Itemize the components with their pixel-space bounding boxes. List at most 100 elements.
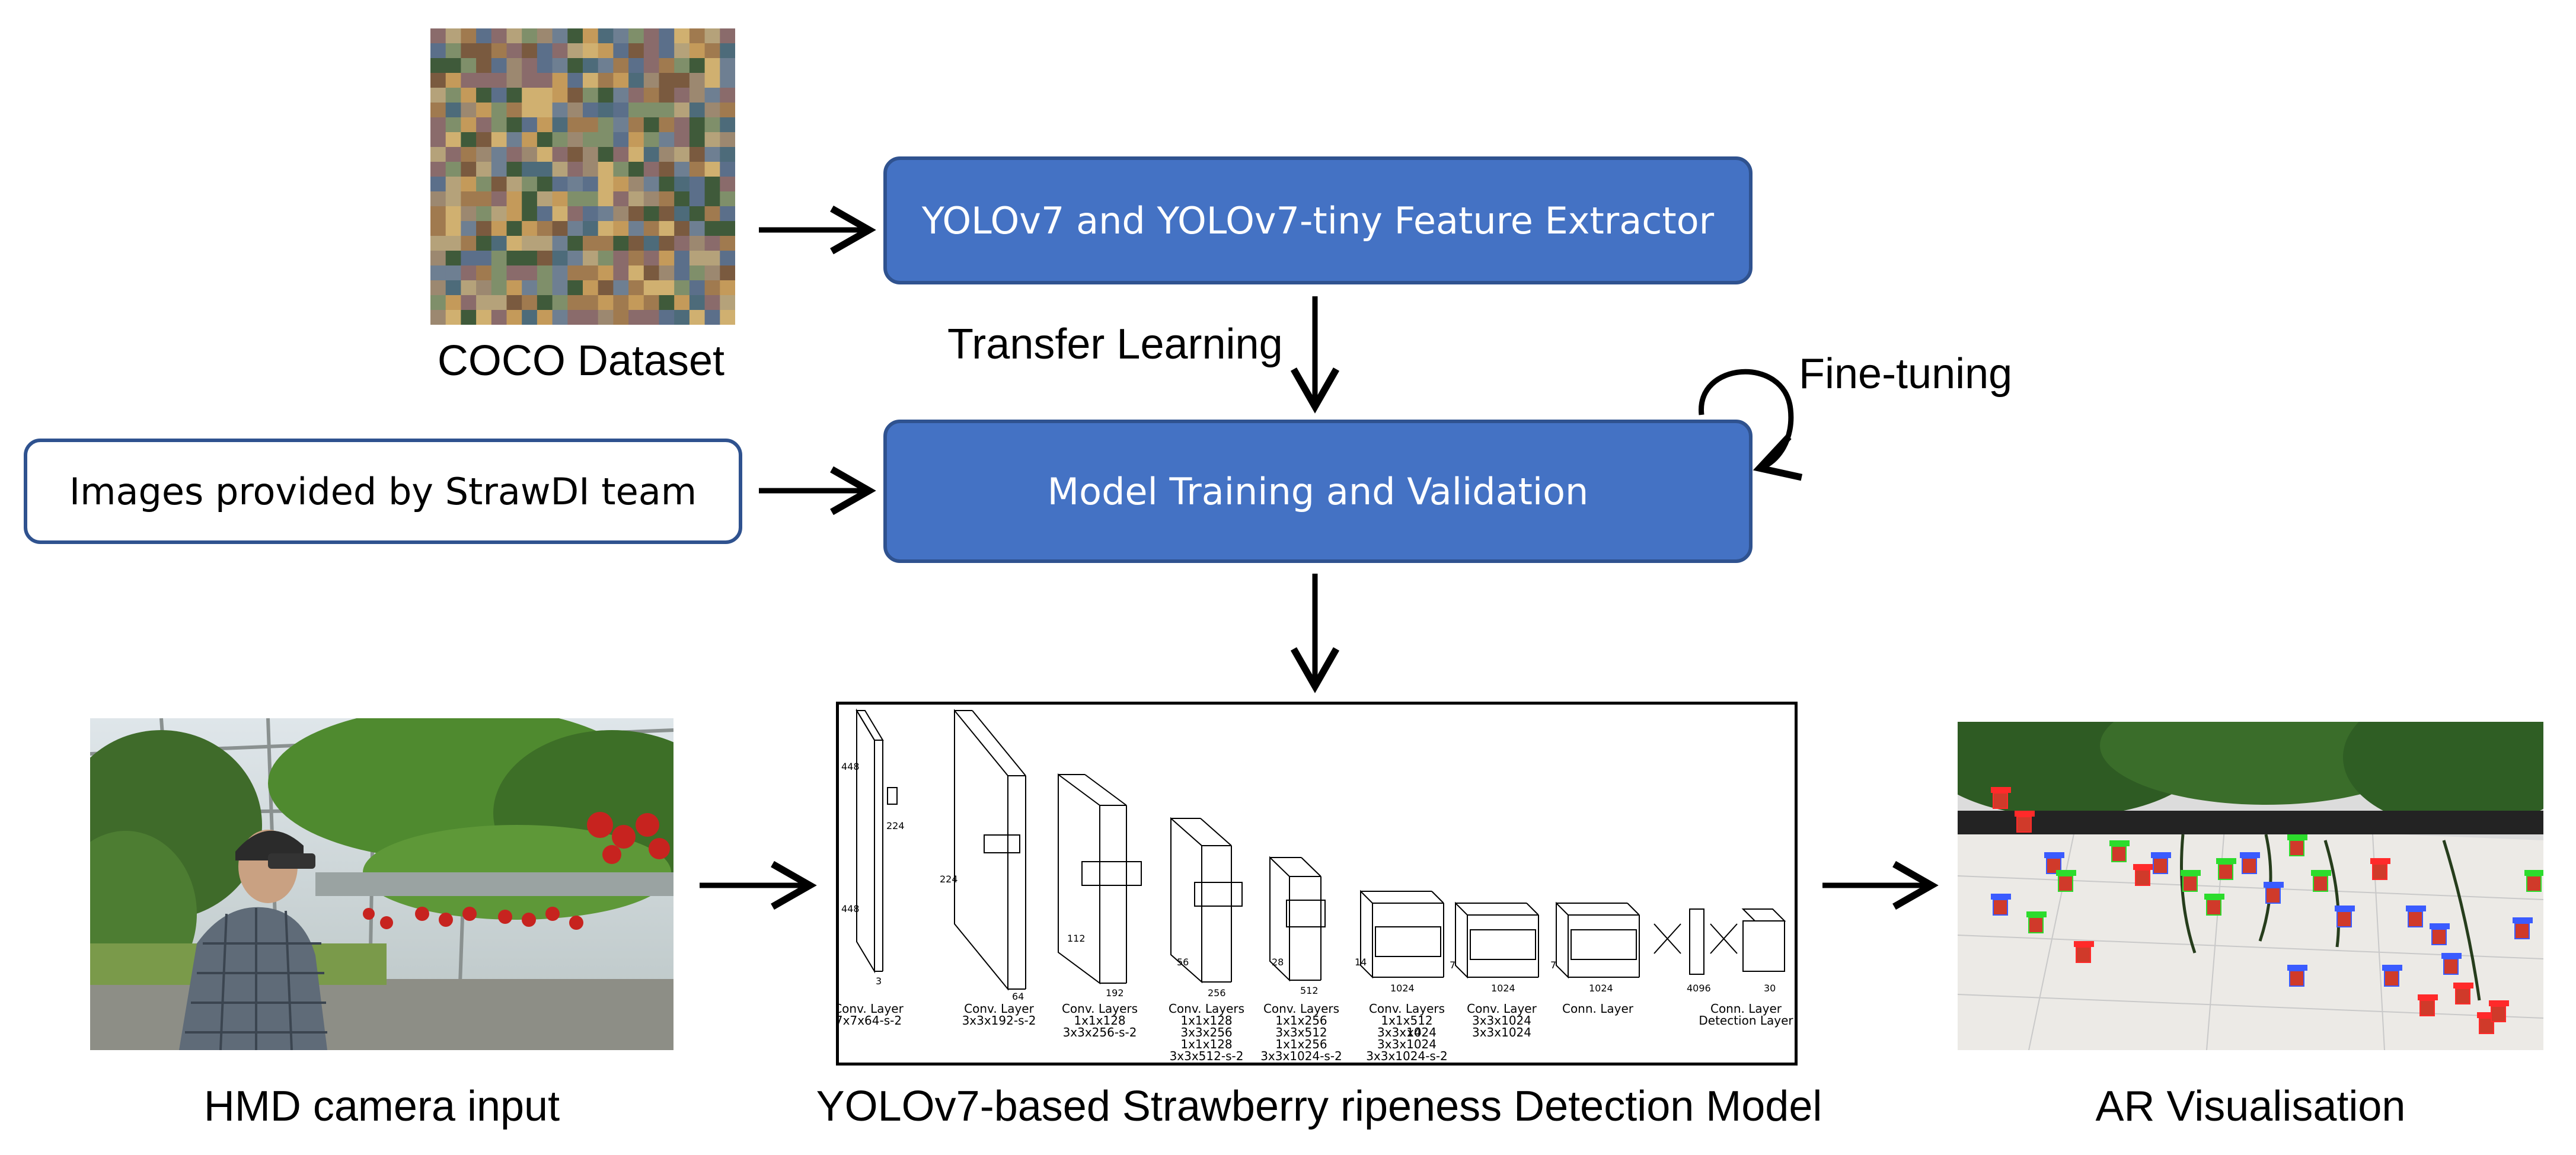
- layer-caption-3-4: 3x3x512-s-2: [1170, 1049, 1244, 1063]
- layer-caption-2-2: 3x3x256-s-2: [1063, 1025, 1137, 1039]
- ar-detection-box: [2265, 887, 2281, 904]
- ar-detection-tag: [2204, 894, 2224, 900]
- svg-text:3: 3: [876, 975, 882, 987]
- svg-text:56: 56: [1177, 956, 1189, 968]
- layer-caption-5-0: Conv. Layers: [1369, 1002, 1445, 1016]
- layer-caption-8-0: Conn. Layer: [1710, 1002, 1782, 1016]
- strawdi-images-box: Images provided by StrawDI team: [24, 439, 742, 544]
- ar-detection-box: [2336, 911, 2352, 927]
- svg-text:448: 448: [841, 761, 860, 772]
- layer-caption-5-1: 1x1x512: [1381, 1013, 1432, 1028]
- layer-caption-4-3: 1x1x256: [1275, 1037, 1327, 1051]
- svg-text:448: 448: [841, 903, 860, 914]
- ar-detection-box: [2313, 875, 2328, 892]
- layer-caption-6-0: Conv. Layer: [1467, 1002, 1537, 1016]
- ar-detection-box: [2135, 869, 2150, 886]
- svg-text:64: 64: [1012, 991, 1024, 1002]
- ar-detection-box: [2526, 875, 2542, 892]
- layer-caption-6-2: 3x3x1024: [1472, 1025, 1531, 1039]
- ar-detection-tag: [2151, 852, 2171, 858]
- ar-visualisation-caption: AR Visualisation: [2095, 1083, 2406, 1130]
- ar-detection-tag: [2056, 870, 2076, 876]
- layer-caption-4-4: 3x3x1024-s-2: [1260, 1049, 1342, 1063]
- ar-detection-box: [2058, 875, 2073, 892]
- hmd-camera-caption: HMD camera input: [203, 1083, 560, 1130]
- ar-detection-tag: [2453, 983, 2473, 988]
- layer-caption-8-1: Detection Layer: [1699, 1013, 1793, 1028]
- ar-detection-tag: [2044, 852, 2064, 858]
- ar-detection-tag: [2287, 965, 2307, 971]
- layer-caption-3-3: 1x1x128: [1180, 1037, 1232, 1051]
- ar-detection-tag: [2524, 870, 2543, 876]
- layer-caption-0-0: Conv. Layer: [839, 1002, 904, 1016]
- layer-caption-1-1: 3x3x192-s-2: [962, 1013, 1036, 1028]
- ar-detection-box: [2289, 970, 2304, 987]
- layer-caption-4-0: Conv. Layers: [1263, 1002, 1339, 1016]
- svg-text:512: 512: [1300, 985, 1319, 996]
- ar-detection-box: [2384, 970, 2399, 987]
- layer-caption-2-1: 1x1x128: [1074, 1013, 1125, 1028]
- layer-caption-0-1: 7x7x64-s-2: [839, 1013, 902, 1028]
- ar-detection-tag: [2015, 811, 2035, 817]
- ar-detection-tag: [2382, 965, 2402, 971]
- ar-detection-tag: [2335, 906, 2355, 911]
- ar-detection-box: [2218, 863, 2233, 880]
- ar-detection-box: [2289, 840, 2304, 856]
- svg-text:28: 28: [1272, 956, 1284, 968]
- coco-dataset-image: [430, 28, 735, 325]
- layer-caption-5-4: 3x3x1024-s-2: [1366, 1049, 1448, 1063]
- layer-caption-3-1: 1x1x128: [1180, 1013, 1232, 1028]
- ar-detection-box: [2491, 1006, 2506, 1022]
- layer-caption-6-1: 3x3x1024: [1472, 1013, 1531, 1028]
- svg-text:1024: 1024: [1491, 983, 1515, 994]
- svg-text:256: 256: [1208, 987, 1226, 999]
- ar-detection-tag: [2441, 953, 2462, 959]
- layer-caption-2-0: Conv. Layers: [1062, 1002, 1138, 1016]
- feature-extractor-label: YOLOv7 and YOLOv7-tiny Feature Extractor: [921, 199, 1715, 242]
- coco-dataset-caption: COCO Dataset: [437, 337, 725, 385]
- ar-detection-box: [2419, 1000, 2435, 1016]
- ar-detection-box: [2028, 917, 2044, 933]
- ar-detection-tag: [1991, 894, 2011, 900]
- ar-detection-box: [2182, 875, 2198, 892]
- svg-text:224: 224: [940, 874, 958, 885]
- ar-detection-box: [2408, 911, 2423, 927]
- ar-detection-box: [2076, 946, 2091, 963]
- svg-text:4096: 4096: [1687, 983, 1711, 994]
- layer-caption-5-2: 3x3x1024: [1377, 1025, 1437, 1039]
- layer-caption-3-0: Conv. Layers: [1169, 1002, 1244, 1016]
- svg-text:1024: 1024: [1589, 983, 1613, 994]
- ar-detection-box: [2242, 858, 2257, 874]
- fine-tuning-label: Fine-tuning: [1799, 350, 2013, 398]
- ar-detection-box: [1993, 899, 2008, 916]
- ar-detection-tag: [2133, 864, 2153, 870]
- ar-detection-tag: [2287, 834, 2307, 840]
- ar-detection-box: [2455, 988, 2470, 1004]
- ar-detection-tag: [2264, 882, 2284, 888]
- model-caption: YOLOv7-based Strawberry ripeness Detecti…: [816, 1083, 1822, 1130]
- ar-detection-box: [2111, 846, 2127, 862]
- ar-visualisation-image: [1958, 722, 2543, 1050]
- layer-caption-4-2: 3x3x512: [1275, 1025, 1327, 1039]
- ar-detection-box: [2153, 858, 2168, 874]
- layer-caption-3-2: 3x3x256: [1180, 1025, 1232, 1039]
- ar-detection-tag: [2311, 870, 2331, 876]
- ar-detection-tag: [2109, 840, 2130, 846]
- ar-detection-tag: [2216, 858, 2236, 864]
- layer-caption-7-0: Conn. Layer: [1562, 1002, 1634, 1016]
- svg-text:224: 224: [886, 820, 905, 831]
- ar-detection-box: [2431, 929, 2447, 945]
- strawdi-images-label: Images provided by StrawDI team: [69, 469, 697, 513]
- ar-detection-tag: [2181, 870, 2201, 876]
- ar-detection-tag: [1991, 787, 2011, 793]
- repeat-label: x4: [1407, 1025, 1422, 1039]
- svg-text:1024: 1024: [1390, 983, 1415, 994]
- ar-detection-tag: [2430, 923, 2450, 929]
- ar-detection-tag: [2074, 941, 2094, 947]
- ar-detection-tag: [2513, 917, 2533, 923]
- ar-detection-tag: [2418, 994, 2438, 1000]
- ar-detection-tag: [2406, 906, 2426, 911]
- ar-detection-tag: [2489, 1000, 2509, 1006]
- ar-detection-tag: [2370, 858, 2390, 864]
